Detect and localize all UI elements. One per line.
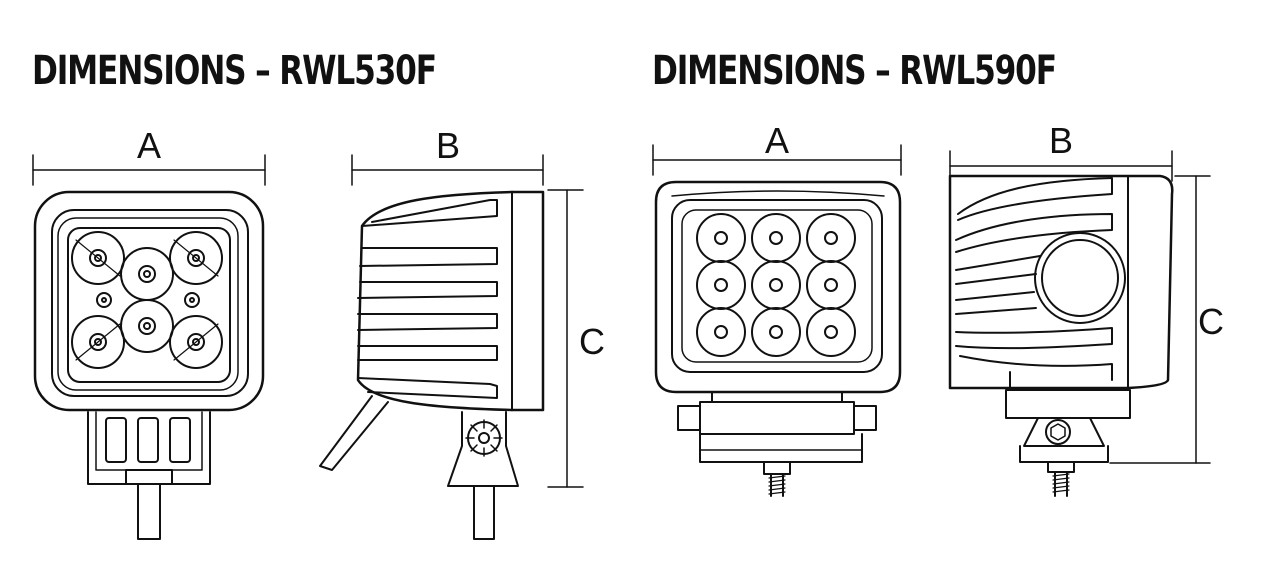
dim-label-b-2: B xyxy=(1049,120,1073,161)
rwl590f-side-view: B C xyxy=(948,120,1224,497)
rwl530f-front-view: A xyxy=(32,125,266,540)
dim-label-c-2: C xyxy=(1198,301,1224,342)
rwl590f-led-array xyxy=(696,213,856,357)
title-rwl530f: DIMENSIONS – RWL530F xyxy=(32,48,437,94)
rwl530f-side-view: B C xyxy=(319,125,605,540)
dim-label-a-2: A xyxy=(765,120,789,161)
title-rwl590f: DIMENSIONS – RWL590F xyxy=(652,48,1057,94)
rwl590f-front-view: A xyxy=(652,120,902,497)
dim-label-c: C xyxy=(579,321,605,362)
rwl530f-led-array xyxy=(71,231,223,369)
dim-label-a: A xyxy=(137,125,161,166)
dim-label-b: B xyxy=(436,125,460,166)
